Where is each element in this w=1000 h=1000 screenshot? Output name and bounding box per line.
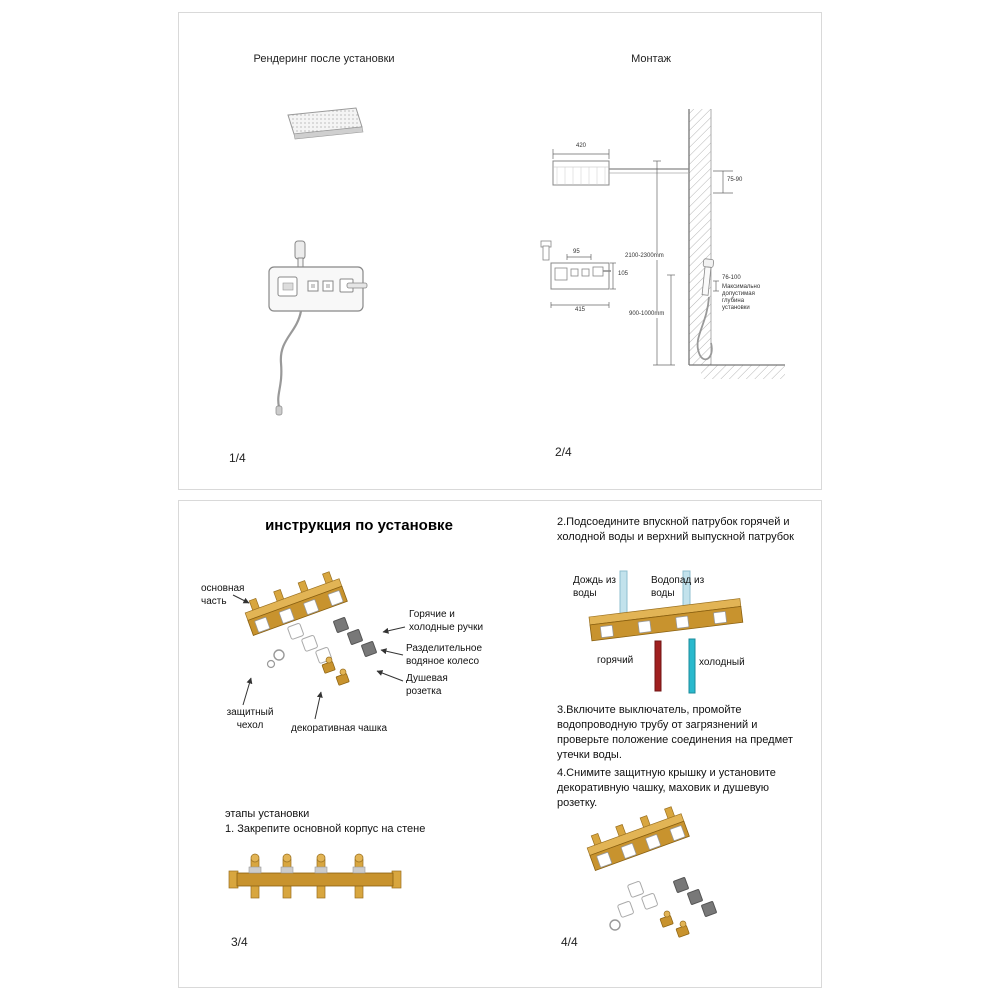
valve-body [244,571,348,636]
page1-number: 1/4 [229,451,246,465]
shower-head-side [552,160,689,186]
label-rain: Дождь из воды [573,575,617,599]
dim-valve [550,254,616,308]
dim-depth-value: 76-100 [722,275,741,282]
final-parts [609,877,717,938]
connection-diagram [586,570,744,938]
leader-arrows [232,594,406,720]
page-1: Рендеринг после установки [179,13,501,489]
brass-knobs [321,656,350,686]
label-shower-outlet: Душевая розетка [406,673,448,697]
label-protective-cover: защитный чехол [226,707,274,731]
valve-bar-straight [228,853,402,899]
label-main-part: основная часть [201,583,245,607]
dim-415: 415 [565,307,595,314]
page2-title: Монтаж [631,53,671,65]
dim-depth [713,280,719,292]
step2-text: 2.Подсоедините впускной патрубок горячей… [557,516,794,543]
page-2: Монтаж [501,13,823,489]
dim-arm-drop [713,170,733,194]
protective-covers [287,623,332,664]
mixer-plate [268,266,368,312]
instruction-heading: инструкция по установке [265,517,453,534]
label-decorative-cup: декоративная чашка [291,723,388,734]
decorative-cups [333,617,377,657]
step1-text: 1. Закрепите основной корпус на стене [225,823,426,835]
label-handles: Горячие и холодные ручки [409,609,484,633]
label-waterfall: Водопад из воды [651,575,705,599]
rain-shower-head [287,107,364,140]
valve-body-final [586,806,690,871]
steps-title: этапы установки [225,808,310,820]
step3-text: 3.Включите выключатель, промойте водопро… [557,704,793,761]
page4-number: 4/4 [561,935,578,949]
valve-body-connected [588,598,744,642]
wall-section [688,109,712,365]
dim-75-90: 75-90 [727,177,743,184]
sealing-rings [266,649,285,669]
mixer-side-view [540,240,611,290]
shower-hose [275,310,303,416]
dim-depth-note: Максимально допустимая глубина установки [722,284,774,312]
dim-total-height: 2100-2300mm [625,253,664,260]
label-hot: горячий [597,655,634,666]
floor-section [689,364,785,379]
dim-95: 95 [573,249,580,256]
page2-number: 2/4 [555,445,572,459]
dim-head-width [552,149,610,159]
hot-cold-inlet-pipes [654,638,696,694]
page-4: 2.Подсоедините впускной патрубок горячей… [501,501,823,987]
dim-valve-height: 900-1000mm [629,311,665,318]
label-divider-wheel: Разделительное водяное колесо [406,643,483,667]
hand-shower-side [696,258,715,361]
dim-105: 105 [618,271,629,278]
sheet-bottom: инструкция по установке [178,500,822,988]
page-3: инструкция по установке [179,501,501,987]
label-cold: холодный [699,657,745,668]
step4-text: 4.Снимите защитную крышку и установите д… [557,767,776,809]
sheet-top: Рендеринг после установки [178,12,822,490]
mounting-diagram [540,109,785,379]
page3-number: 3/4 [231,935,248,949]
rendered-shower-diagram [268,107,368,416]
dim-420: 420 [565,143,597,150]
exploded-view-diagram [228,571,406,899]
page1-title: Рендеринг после установки [253,53,395,65]
dim-heights [653,160,675,366]
